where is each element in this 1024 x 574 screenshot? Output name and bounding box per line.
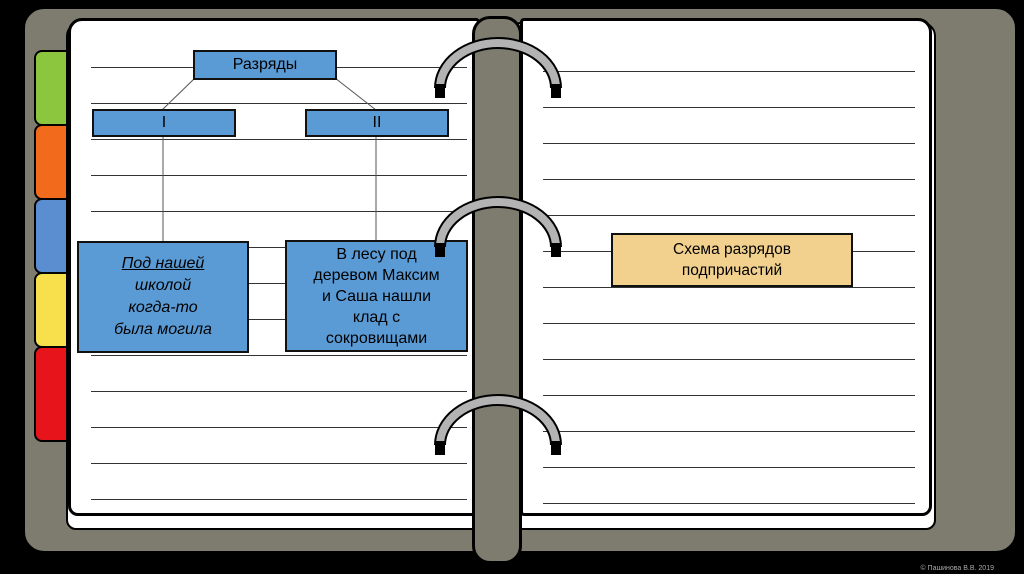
ruled-line — [543, 107, 915, 108]
example-1-line-2: школой — [134, 277, 192, 294]
example-2-line-1: В лесу под — [336, 245, 417, 263]
example-1-line-3: когда-то — [128, 299, 198, 316]
copyright-text: © Пашинова В.В. 2019 — [920, 565, 994, 572]
root-label: Разряды — [232, 56, 298, 73]
example-1-line-4: была могила — [114, 321, 212, 338]
category-box-2: II — [305, 109, 449, 137]
ruled-line — [543, 179, 915, 180]
ruled-line — [543, 143, 915, 144]
tab-green[interactable] — [34, 50, 72, 126]
ruled-line — [543, 71, 915, 72]
ruled-line — [91, 103, 467, 104]
ruled-line — [543, 287, 915, 288]
title-line-1: Схема разрядов — [673, 241, 791, 258]
example-2-line-4: клад с — [352, 308, 401, 326]
ruled-line — [91, 211, 467, 212]
ruled-line — [91, 427, 467, 428]
ruled-line — [91, 319, 467, 320]
ruled-line — [91, 391, 467, 392]
ruled-line — [91, 283, 467, 284]
ruled-line — [543, 359, 915, 360]
example-2-line-2: деревом Максим — [313, 266, 440, 284]
example-2-line-5: сокровищами — [325, 329, 428, 347]
ruled-line — [91, 355, 467, 356]
ruled-line — [543, 323, 915, 324]
ruled-line — [91, 247, 467, 248]
ruled-line — [91, 175, 467, 176]
binder-ring-icon — [434, 37, 562, 98]
ruled-line — [91, 463, 467, 464]
example-box-2: В лесу под деревом Максим и Саша нашли к… — [285, 240, 468, 352]
root-box: Разряды — [193, 50, 337, 80]
example-1-line-1: Под нашей — [121, 255, 205, 272]
ruled-line — [543, 395, 915, 396]
title-box: Схема разрядов подпричастий — [611, 233, 853, 287]
ruled-line — [543, 215, 915, 216]
ruled-line — [543, 467, 915, 468]
ruled-line — [91, 499, 467, 500]
title-line-2: подпричастий — [681, 262, 783, 279]
binder-spine — [472, 16, 522, 564]
ruled-line — [543, 503, 915, 504]
ruled-line — [543, 431, 915, 432]
category-label-1: I — [161, 114, 167, 131]
binder-ring-icon — [434, 394, 562, 455]
category-box-1: I — [92, 109, 236, 137]
category-label-2: II — [372, 114, 382, 131]
example-2-line-3: и Саша нашли — [321, 287, 432, 305]
binder-ring-icon — [434, 196, 562, 257]
example-box-1: Под нашей школой когда-то была могила — [77, 241, 249, 353]
ruled-line — [91, 139, 467, 140]
